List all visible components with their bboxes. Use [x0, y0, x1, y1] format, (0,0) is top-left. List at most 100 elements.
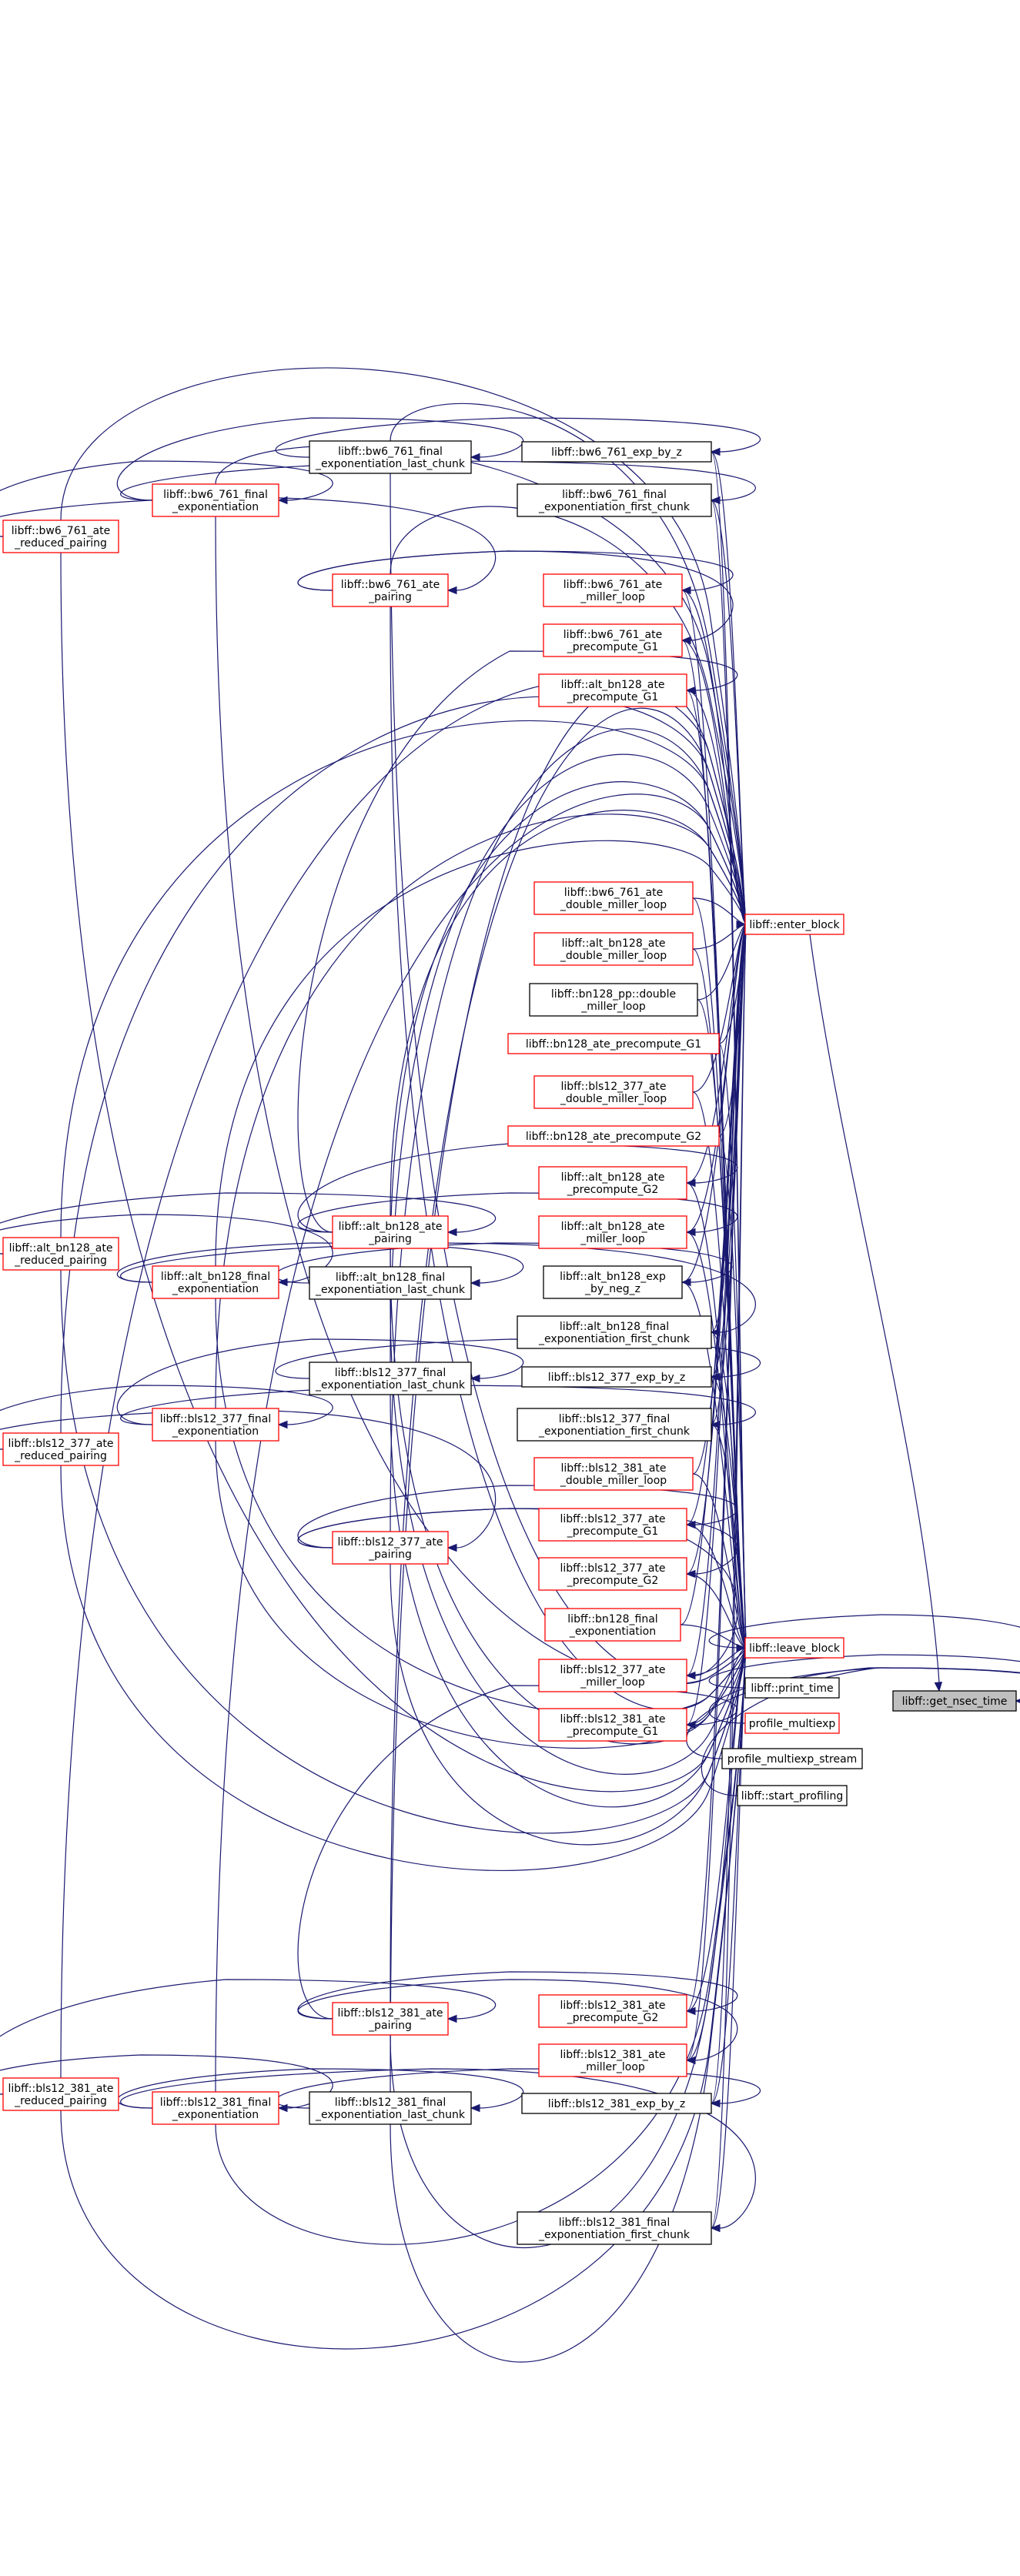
node-bw6-exp-by-z[interactable]: libff::bw6_761_exp_by_z — [521, 441, 712, 463]
node-bw6-miller[interactable]: libff::bw6_761_ate_miller_loop — [543, 573, 683, 607]
call-edge — [681, 924, 747, 1283]
call-edge — [697, 924, 747, 1001]
node-bn128-precompute-g1[interactable]: libff::bn128_ate_precompute_G1 — [507, 1033, 720, 1054]
node-altbn-precompute-g1[interactable]: libff::alt_bn128_ate_precompute_G1 — [538, 673, 687, 707]
node-bn128-final-exp[interactable]: libff::bn128_final_exponentiation — [544, 1608, 681, 1642]
node-bls377-final-exp[interactable]: libff::bls12_377_final_exponentiation — [152, 1408, 279, 1442]
node-label: _reduced_pairing — [14, 1450, 107, 1462]
node-label: profile_multiexp — [749, 1718, 836, 1730]
node-print-time[interactable]: libff::print_time — [744, 1677, 840, 1699]
node-label: libff::alt_bn128_final — [336, 1271, 445, 1284]
node-box — [538, 2043, 687, 2077]
call-edge — [692, 1473, 747, 1649]
node-profile-multiexp[interactable]: profile_multiexp — [744, 1712, 840, 1734]
node-bls381-final-last[interactable]: libff::bls12_381_final_exponentiation_la… — [309, 2091, 472, 2125]
node-label: _exponentiation — [172, 2109, 259, 2121]
node-altbn-double-miller[interactable]: libff::alt_bn128_ate_double_miller_loop — [533, 932, 694, 966]
node-bls381-miller[interactable]: libff::bls12_381_ate_miller_loop — [538, 2043, 687, 2077]
node-bw6-precompute-g1[interactable]: libff::bw6_761_ate_precompute_G1 — [543, 623, 683, 657]
node-altbn-exp-neg-z[interactable]: libff::alt_bn128_exp_by_neg_z — [543, 1265, 683, 1299]
node-bls381-pairing[interactable]: libff::bls12_381_ate_pairing — [332, 2002, 449, 2036]
node-bls381-precompute-g2[interactable]: libff::bls12_381_ate_precompute_G2 — [538, 1994, 687, 2028]
node-label: _miller_loop — [580, 1001, 646, 1013]
node-bls377-miller[interactable]: libff::bls12_377_ate_miller_loop — [538, 1659, 687, 1692]
node-label: libff::bn128_pp::double — [551, 988, 676, 1001]
node-bls381-reduced[interactable]: libff::bls12_381_ate_reduced_pairing — [2, 2077, 119, 2111]
node-label: libff::bw6_761_exp_by_z — [551, 446, 682, 459]
node-box — [737, 1785, 848, 1806]
arrowhead — [446, 586, 457, 595]
call-edge-arrowheads — [277, 447, 1020, 2233]
node-bw6-pairing[interactable]: libff::bw6_761_ate_pairing — [332, 573, 449, 607]
node-box — [538, 1557, 687, 1591]
node-label: libff::bls12_377_final — [160, 1413, 272, 1425]
node-altbn-final-last[interactable]: libff::alt_bn128_final_exponentiation_la… — [309, 1266, 472, 1300]
call-edge — [297, 550, 734, 641]
call-edge — [711, 924, 747, 2229]
node-altbn-final-exp[interactable]: libff::alt_bn128_final_exponentiation — [152, 1265, 279, 1299]
node-box — [517, 483, 712, 517]
node-label: libff::alt_bn128_final — [560, 1321, 669, 1333]
node-bw6-final-exp[interactable]: libff::bw6_761_final_exponentiation — [152, 483, 279, 517]
node-bw6-final-last[interactable]: libff::bw6_761_final_exponentiation_last… — [309, 440, 472, 474]
node-label: libff::bls12_381_final — [559, 2217, 671, 2229]
node-bls377-final-first[interactable]: libff::bls12_377_final_exponentiation_fi… — [517, 1408, 712, 1442]
node-label: libff::bn128_ate_precompute_G2 — [526, 1131, 701, 1143]
node-bls377-reduced[interactable]: libff::bls12_377_ate_reduced_pairing — [2, 1432, 119, 1466]
node-enter-block[interactable]: libff::enter_block — [744, 914, 844, 935]
node-bls381-exp-by-z[interactable]: libff::bls12_381_exp_by_z — [521, 2093, 712, 2114]
node-label: libff::leave_block — [749, 1642, 841, 1655]
node-bls377-precompute-g1[interactable]: libff::bls12_377_ate_precompute_G1 — [538, 1508, 687, 1542]
arrowhead — [710, 496, 721, 505]
arrowhead — [277, 1420, 288, 1429]
node-box — [892, 1690, 1017, 1712]
node-start-profiling[interactable]: libff::start_profiling — [737, 1785, 848, 1806]
node-altbn-miller[interactable]: libff::alt_bn128_ate_miller_loop — [538, 1215, 687, 1249]
node-box — [521, 2093, 712, 2114]
call-edge — [215, 516, 749, 1685]
node-target[interactable]: libff::get_nsec_time — [892, 1690, 1017, 1712]
call-edge — [686, 924, 747, 2061]
node-bls377-exp-by-z[interactable]: libff::bls12_377_exp_by_z — [521, 1366, 712, 1388]
node-leave-block[interactable]: libff::leave_block — [744, 1637, 844, 1659]
node-bw6-double-miller[interactable]: libff::bw6_761_ate_double_miller_loop — [533, 881, 694, 915]
node-label: _reduced_pairing — [14, 2095, 107, 2107]
node-box — [152, 1265, 279, 1299]
call-edge — [0, 460, 333, 537]
node-bls381-precompute-g1[interactable]: libff::bls12_381_ate_precompute_G1 — [538, 1708, 687, 1742]
arrowhead — [470, 1374, 480, 1383]
node-altbn-pairing[interactable]: libff::alt_bn128_ate_pairing — [332, 1215, 449, 1249]
node-label: _exponentiation — [569, 1625, 656, 1638]
node-label: libff::alt_bn128_final — [161, 1271, 270, 1283]
node-bn128-precompute-g2[interactable]: libff::bn128_ate_precompute_G2 — [507, 1125, 720, 1147]
node-box — [543, 1265, 683, 1299]
node-label: _pairing — [368, 1233, 412, 1245]
node-label: _exponentiation_first_chunk — [538, 501, 691, 513]
node-box — [332, 573, 449, 607]
node-box — [533, 1457, 694, 1491]
arrowhead — [685, 1569, 696, 1579]
node-bls381-final-first[interactable]: libff::bls12_381_final_exponentiation_fi… — [517, 2211, 712, 2245]
node-bls377-pairing[interactable]: libff::bls12_377_ate_pairing — [332, 1531, 449, 1565]
node-label: libff::alt_bn128_ate — [562, 937, 666, 950]
node-label: _precompute_G2 — [567, 1575, 658, 1587]
node-bls381-double-miller[interactable]: libff::bls12_381_ate_double_miller_loop — [533, 1457, 694, 1491]
node-label: libff::bw6_761_final — [338, 446, 443, 458]
node-altbn-reduced[interactable]: libff::alt_bn128_ate_reduced_pairing — [2, 1237, 119, 1271]
node-bls377-final-last[interactable]: libff::bls12_377_final_exponentiation_la… — [309, 1362, 472, 1395]
call-edge — [297, 1685, 738, 2020]
node-label: _precompute_G1 — [567, 641, 658, 653]
node-bw6-final-first[interactable]: libff::bw6_761_final_exponentiation_firs… — [517, 483, 712, 517]
node-bls377-precompute-g2[interactable]: libff::bls12_377_ate_precompute_G2 — [538, 1557, 687, 1591]
call-edge — [686, 1647, 747, 1726]
node-bls381-final-exp[interactable]: libff::bls12_381_final_exponentiation — [152, 2091, 279, 2125]
node-altbn-precompute-g2[interactable]: libff::alt_bn128_ate_precompute_G2 — [538, 1166, 687, 1200]
node-box — [521, 441, 712, 463]
node-bw6-reduced[interactable]: libff::bw6_761_ate_reduced_pairing — [2, 520, 119, 553]
call-edge — [0, 1979, 497, 2095]
node-bls377-double-miller[interactable]: libff::bls12_377_ate_double_miller_loop — [533, 1075, 694, 1109]
node-bn128-double-miller[interactable]: libff::bn128_pp::double_miller_loop — [529, 983, 698, 1017]
node-label: libff::alt_bn128_ate — [339, 1221, 443, 1233]
node-altbn-final-first[interactable]: libff::alt_bn128_final_exponentiation_fi… — [517, 1315, 712, 1349]
node-profile-multiexp-stream[interactable]: profile_multiexp_stream — [721, 1748, 863, 1769]
